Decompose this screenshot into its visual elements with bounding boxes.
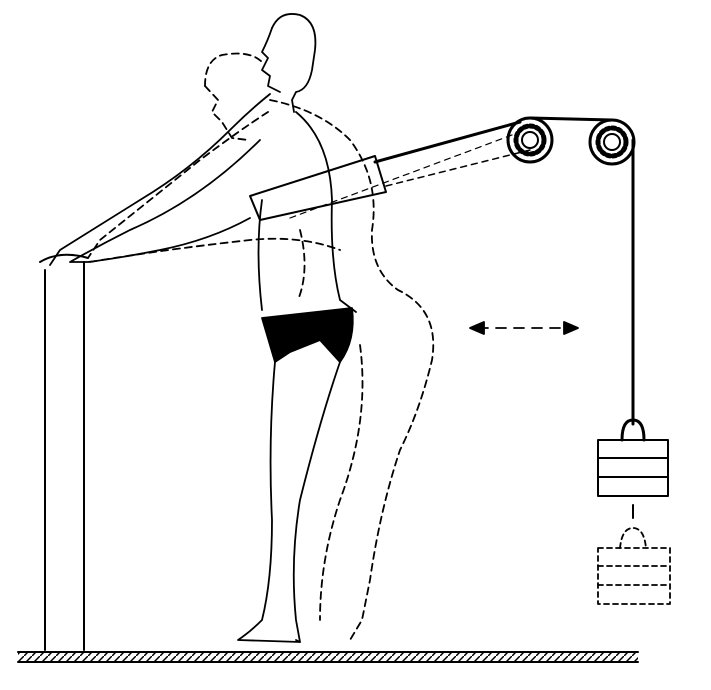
support-post xyxy=(39,253,89,651)
cable xyxy=(289,116,635,426)
floor xyxy=(17,651,639,663)
standing-figure xyxy=(49,13,357,643)
pulley-icon xyxy=(506,116,554,164)
weight-icon-dashed xyxy=(597,527,671,605)
leaning-figure-dashed xyxy=(87,52,435,641)
pulley-icon xyxy=(588,118,636,166)
double-arrow-icon xyxy=(469,321,579,335)
weight-icon xyxy=(597,418,669,497)
harness-strap xyxy=(249,155,387,221)
